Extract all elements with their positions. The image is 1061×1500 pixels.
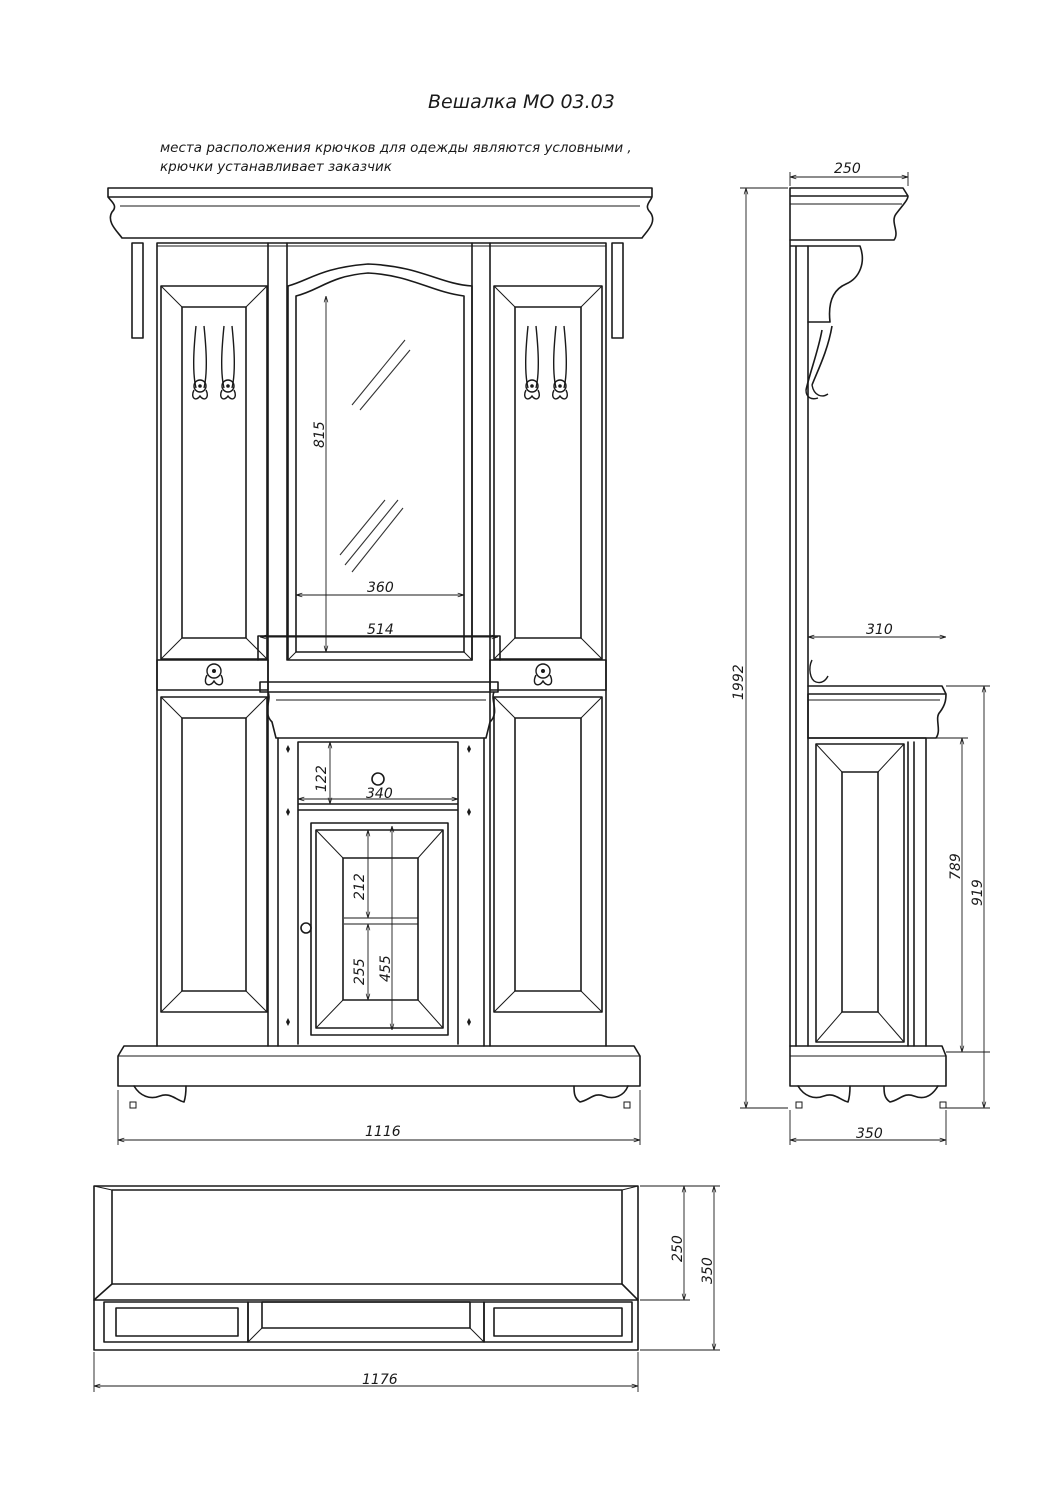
dim-cabinet-full-height: 919	[970, 879, 986, 906]
coat-hook-icon	[551, 325, 569, 400]
dim-cornice-depth: 250	[834, 161, 861, 177]
coat-hook-icon	[219, 325, 237, 400]
left-lower-panel	[160, 696, 268, 1013]
left-upper-panel	[160, 285, 268, 660]
drawing-title: Вешалка МО 03.03	[428, 91, 615, 113]
coat-hook-icon	[533, 663, 553, 686]
dim-door-panel: 455	[378, 955, 394, 982]
dim-overall-height: 1992	[731, 664, 747, 700]
dim-door-width: 340	[366, 786, 393, 802]
door-frame	[310, 822, 449, 1036]
mirror-frame	[287, 263, 473, 661]
dim-shelf-depth: 310	[866, 622, 893, 638]
right-lower-panel	[493, 696, 603, 1013]
side-view	[789, 187, 947, 1109]
top-outline	[93, 1185, 639, 1351]
top-dimensions: 250 350 1176	[93, 1185, 720, 1392]
front-plinth	[117, 1045, 641, 1087]
door-knob	[300, 922, 312, 934]
dim-top-inner-depth: 250	[670, 1235, 686, 1262]
dim-upper-panel: 212	[352, 873, 368, 900]
top-view	[93, 1185, 639, 1351]
dim-lower-panel: 255	[352, 958, 368, 985]
note-line-2: крючки устанавливает заказчик	[160, 159, 393, 175]
front-shelf	[257, 635, 501, 739]
front-view	[107, 187, 654, 1109]
coat-hook-icon	[523, 325, 541, 400]
dim-top-overall-depth: 350	[700, 1257, 716, 1284]
dim-cabinet-height: 789	[948, 853, 964, 880]
dim-base-depth: 350	[856, 1126, 883, 1142]
drawer-knob	[371, 772, 385, 786]
side-shelf	[807, 685, 947, 739]
side-hook-icon	[805, 325, 833, 391]
dim-mirror-height: 815	[312, 421, 328, 448]
dim-drawer-height: 122	[314, 765, 330, 792]
dim-top-width: 1176	[362, 1372, 398, 1388]
coat-hook-icon	[191, 325, 209, 400]
front-carcass	[156, 242, 607, 1047]
front-dimensions: 1116 815 360 514 122 340 212 255 455	[117, 296, 641, 1145]
side-cornice	[789, 187, 909, 241]
side-plinth	[789, 1045, 947, 1087]
side-hook-icon	[809, 659, 829, 684]
note-line-1: места расположения крючков для одежды яв…	[160, 140, 632, 156]
front-cornice	[107, 187, 654, 239]
dim-mirror-width: 360	[367, 580, 394, 596]
coat-hook-icon	[204, 663, 224, 686]
side-dimensions: 250 1992 310 789 919 350	[731, 161, 990, 1145]
dim-shelf-width: 514	[367, 622, 394, 638]
side-cabinet	[807, 737, 927, 1047]
dim-front-width: 1116	[365, 1124, 401, 1140]
right-upper-panel	[493, 285, 603, 660]
middle-cabinet	[277, 737, 485, 1047]
